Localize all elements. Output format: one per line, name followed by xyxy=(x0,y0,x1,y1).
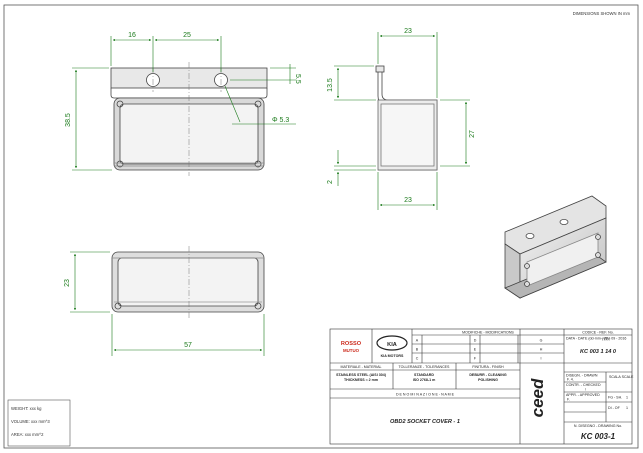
isometric-view xyxy=(504,195,607,299)
tolerance-value-1: STANDARD xyxy=(414,373,434,377)
finish-label: FINITURA - FINISH xyxy=(472,365,504,369)
rev-g: G xyxy=(540,339,543,343)
of-value: 1 xyxy=(626,406,628,410)
tolerance-label: TOLLERANZE - TOLERANCES xyxy=(399,365,451,369)
date-label: DATA - DATE (dd-mm-yyyy) xyxy=(566,337,610,341)
sheet-note: DIMENSIONS SHOWN IN mm xyxy=(573,11,631,16)
dim-bottom-width: 57 xyxy=(184,342,192,349)
codice-label: CODICE - REF. No. xyxy=(582,331,614,335)
front-dimensions xyxy=(72,36,296,171)
rev-e: E xyxy=(474,348,477,352)
check-value: / xyxy=(585,388,586,392)
notes-box xyxy=(7,399,71,447)
rev-a: A xyxy=(416,339,419,343)
appr-label: APPR. - APPROVED xyxy=(566,393,600,397)
dim-front-height: 38.5 xyxy=(65,113,72,127)
dim-front-hole-v: 5.5 xyxy=(294,74,301,84)
rev-c: C xyxy=(416,357,419,361)
note-volume: VOLUME: xxx mm^3 xyxy=(11,419,50,424)
sheet-value: 1 xyxy=(626,396,628,400)
drawing-no-label: N. DISEGNO - DRAWING No. xyxy=(574,424,622,428)
dim-side-body-h: 27 xyxy=(469,130,476,138)
dim-bottom-height: 23 xyxy=(64,279,71,287)
of-label: DI - OF xyxy=(608,406,621,410)
scale-label: SCALA SCALE xyxy=(609,375,634,379)
bottom-view xyxy=(111,251,265,313)
drawn-label: DISEGN. - DRAWN xyxy=(566,374,598,378)
dim-front-top-center: 25 xyxy=(183,32,191,39)
logo-left-line1: ROSSO xyxy=(341,341,362,347)
rev-d: D xyxy=(474,339,477,343)
dim-side-flange-h: 13.5 xyxy=(327,78,334,92)
sheet-label: FG - SH. xyxy=(608,396,622,400)
material-value-2: THICKNESS ≈ 2 mm xyxy=(344,378,378,382)
dim-side-bottom-width: 23 xyxy=(404,197,412,204)
title-block xyxy=(329,328,633,445)
modifiche-header: MODIFICHE - MODIFICATIONS xyxy=(462,331,514,335)
logo-kia-sub: KIA MOTORS xyxy=(381,354,404,358)
material-value-1: STAINLESS STEEL (AISI 304) xyxy=(336,373,387,377)
rev-i: I xyxy=(541,357,542,361)
material-label: MATERIALE - MATERIAL xyxy=(340,365,381,369)
note-weight: WEIGHT: xxx kg xyxy=(11,406,42,411)
dim-front-hole-dia: Φ 5.3 xyxy=(272,117,289,124)
dim-front-top-left: 16 xyxy=(128,32,136,39)
part-name: OBD2 SOCKET COVER - 1 xyxy=(390,419,460,425)
side-dimensions xyxy=(334,32,470,210)
logo-kia: KIA xyxy=(387,342,397,348)
tolerance-value-2: ISO 2768-1 m xyxy=(413,378,436,382)
brand-vertical: ceed xyxy=(528,378,547,417)
finish-value-2: POLISHING xyxy=(478,378,498,382)
drawing-no-value: KC 003-1 xyxy=(581,432,616,441)
codice-value: KC 003 1 14 0 xyxy=(580,349,617,355)
rev-h: H xyxy=(540,348,543,352)
appr-value: F. xyxy=(567,398,570,402)
note-area: AREA: xxx mm^2 xyxy=(11,432,44,437)
dim-side-top-width: 23 xyxy=(404,28,412,35)
side-view xyxy=(375,65,438,171)
name-label: D E N O M I N A Z I O N E - N A M E xyxy=(396,393,455,397)
finish-value-1: DEBURR - CLEANING xyxy=(469,373,507,377)
date-value: 25 - 09 - 2016 xyxy=(604,337,626,341)
rev-b: B xyxy=(416,348,419,352)
drawn-value: F. 4. xyxy=(567,378,574,382)
rev-f: F xyxy=(474,357,477,361)
dim-side-thickness: 2 xyxy=(327,180,334,184)
bottom-dimensions xyxy=(70,251,265,356)
sheet-border xyxy=(3,4,639,449)
logo-left-line2: MUTUO xyxy=(343,348,360,353)
check-label: CONTR. - CHECKED xyxy=(566,383,601,387)
kia-logo-oval xyxy=(376,335,408,351)
